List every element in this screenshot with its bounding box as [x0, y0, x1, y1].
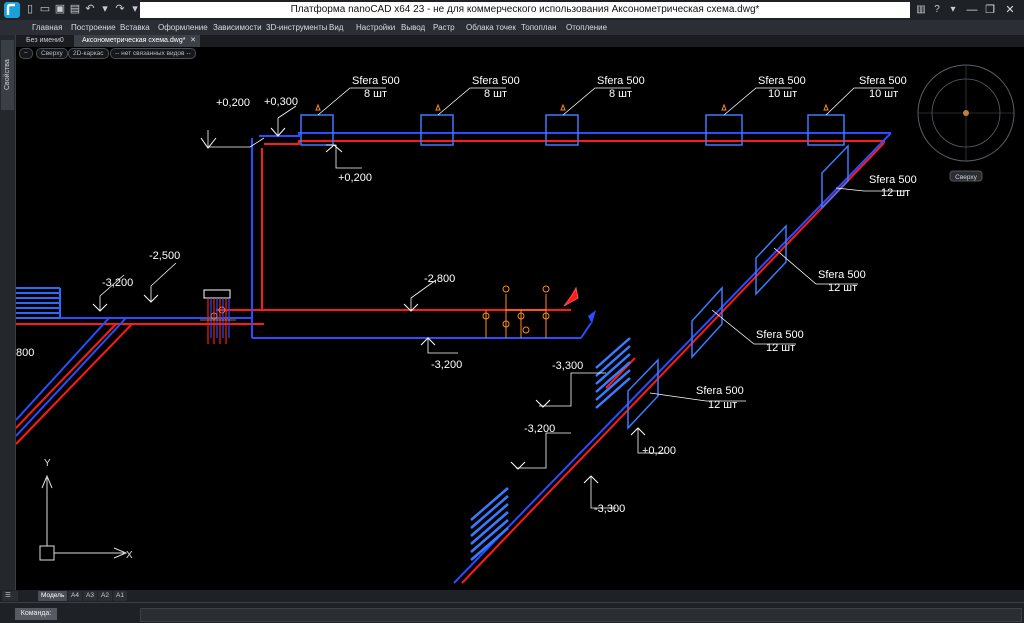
level-minus-2800: -2,800	[424, 273, 455, 285]
return-pipes	[16, 133, 891, 583]
command-label: Команда:	[15, 608, 57, 620]
help-icon[interactable]: ?	[931, 3, 943, 16]
radiator-9-count: 12 шт	[708, 399, 737, 411]
tab-raster[interactable]: Растр	[433, 22, 455, 33]
level-plus-0200-a: +0,200	[216, 97, 250, 109]
close-window-button[interactable]: ✕	[993, 0, 1024, 20]
tab-view[interactable]: Вид	[329, 22, 343, 33]
save-icon[interactable]: ▣	[54, 3, 66, 15]
tab-build[interactable]: Построение	[71, 22, 116, 33]
save-as-icon[interactable]: ▤	[69, 3, 81, 15]
tab-point-clouds[interactable]: Облака точек	[466, 22, 516, 33]
properties-panel-tab[interactable]: Свойства	[1, 40, 14, 110]
tab-unnamed-document[interactable]: Без имени0	[18, 35, 80, 47]
level-plus-0200-b: +0,200	[338, 172, 372, 184]
layout-tab-model[interactable]: Модель	[38, 591, 67, 601]
tab-constraints[interactable]: Зависимости	[213, 22, 262, 33]
radiator-6-count: 12 шт	[881, 187, 910, 199]
close-tab-icon[interactable]: ✕	[190, 35, 196, 47]
tab-axonometric-document[interactable]: Аксонометрическая схема.dwg* ✕	[74, 35, 200, 47]
viewcube-compass[interactable]: Сверху	[918, 65, 1014, 181]
tab-unnamed-label: Без имени0	[26, 37, 64, 44]
command-input[interactable]	[140, 608, 1022, 622]
drawing-canvas[interactable]: Сверху	[16, 48, 1024, 590]
viewcube-label: Сверху	[955, 174, 977, 181]
workspace-icon[interactable]: ▥	[915, 3, 927, 16]
new-file-icon[interactable]: ▯	[24, 3, 36, 15]
layout-tab-bar: ☰ Модель A4 A3 A2 A1	[0, 590, 1024, 602]
open-file-icon[interactable]: ▭	[39, 3, 51, 15]
level-minus-3200-c: -3,200	[524, 423, 555, 435]
level-minus-3200-a: -3,200	[102, 277, 133, 289]
radiator-coil-2[interactable]	[471, 488, 508, 560]
left-palette: Свойства	[0, 35, 16, 590]
tab-3d-tools[interactable]: 3D-инструменты	[266, 22, 328, 33]
level-plus-0200-c: +0,200	[642, 445, 676, 457]
radiator-4-count: 10 шт	[768, 88, 797, 100]
level-minus-2500: -2,500	[149, 250, 180, 262]
radiator-5-count: 10 шт	[869, 88, 898, 100]
pump-group[interactable]	[483, 286, 549, 338]
radiator-2-name: Sfera 500	[472, 75, 520, 87]
ucs-icon	[40, 476, 126, 560]
level-plus-0300: +0,300	[264, 96, 298, 108]
undo-icon[interactable]: ↶	[84, 3, 96, 15]
tab-insert[interactable]: Вставка	[120, 22, 150, 33]
nanocad-logo-icon[interactable]	[3, 1, 21, 19]
tab-settings[interactable]: Настройки	[356, 22, 395, 33]
level-minus-3300-a: -3,300	[552, 360, 583, 372]
layout-tab-a3[interactable]: A3	[83, 591, 97, 601]
radiator-7-count: 12 шт	[828, 282, 857, 294]
layouts-list-icon[interactable]: ☰	[2, 591, 18, 601]
redo-icon[interactable]: ↷	[114, 3, 126, 15]
command-bar: Команда:	[0, 602, 1024, 623]
tab-topoplan[interactable]: Топоплан	[521, 22, 556, 33]
radiator-4-name: Sfera 500	[758, 75, 806, 87]
radiator-5-name: Sfera 500	[859, 75, 907, 87]
radiator-9-name: Sfera 500	[696, 385, 744, 397]
layout-tab-a1[interactable]: A1	[113, 591, 127, 601]
layout-tab-a2[interactable]: A2	[98, 591, 112, 601]
level-minus-3300-b: -3,300	[594, 503, 625, 515]
tab-home[interactable]: Главная	[32, 22, 62, 33]
radiator-3-name: Sfera 500	[597, 75, 645, 87]
radiator-3-count: 8 шт	[609, 88, 632, 100]
title-bar: ▯ ▭ ▣ ▤ ↶ ▾ ↷ ▾ ⎙ ▾ Платформа nanoCAD x6…	[0, 0, 1024, 20]
radiator-1-name: Sfera 500	[352, 75, 400, 87]
level-minus-3200-b: -3,200	[431, 359, 462, 371]
layout-tab-a4[interactable]: A4	[68, 591, 82, 601]
radiator-7-name: Sfera 500	[818, 269, 866, 281]
heat-exchanger-coil[interactable]	[16, 288, 60, 318]
radiator-1-count: 8 шт	[364, 88, 387, 100]
radiator-2-count: 8 шт	[484, 88, 507, 100]
document-tabs: Без имени0 Аксонометрическая схема.dwg* …	[16, 35, 1024, 47]
radiator-8-count: 12 шт	[766, 342, 795, 354]
window-title: Платформа nanoCAD x64 23 - не для коммер…	[140, 2, 910, 18]
radiator-6-name: Sfera 500	[869, 174, 917, 186]
tab-annotate[interactable]: Оформление	[158, 22, 208, 33]
radiator-8-name: Sfera 500	[756, 329, 804, 341]
ucs-x-label: X	[126, 550, 133, 561]
expansion-valve-icon[interactable]	[564, 288, 578, 306]
tab-heating[interactable]: Отопление	[566, 22, 607, 33]
ucs-y-label: Y	[44, 458, 51, 469]
level-800: 800	[16, 347, 34, 359]
tab-output[interactable]: Вывод	[401, 22, 425, 33]
air-vent-icon[interactable]	[588, 310, 596, 324]
viewcube-center-icon[interactable]	[963, 110, 969, 116]
ribbon-tab-bar: Главная Построение Вставка Оформление За…	[0, 20, 1024, 35]
undo-dropdown-icon[interactable]: ▾	[99, 3, 111, 15]
tab-axonometric-label: Аксонометрическая схема.dwg*	[82, 37, 185, 44]
